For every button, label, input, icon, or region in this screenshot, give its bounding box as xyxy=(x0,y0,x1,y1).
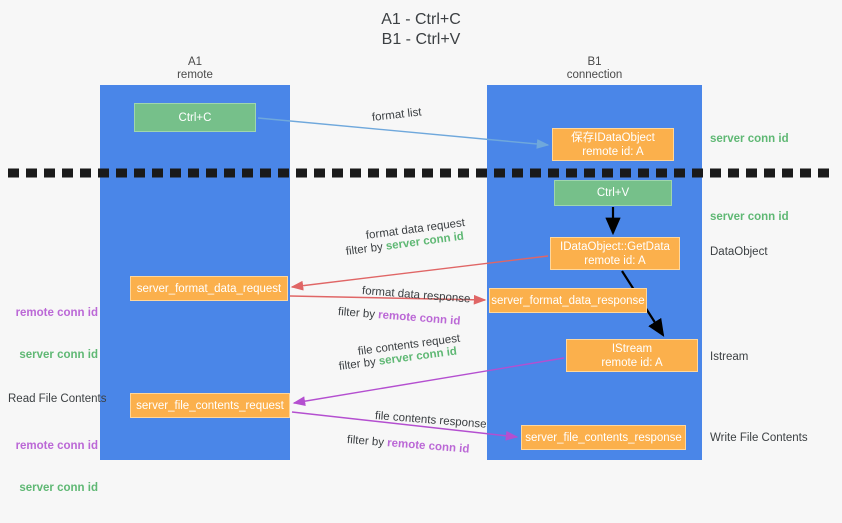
left-label-remote-conn-id-2: remote conn id xyxy=(15,440,98,452)
node-save-idataobject[interactable]: 保存IDataObject remote id: A xyxy=(552,128,674,161)
edge-label-file-contents-response-filter: filter by remote conn id xyxy=(346,433,470,457)
node-server-file-contents-request[interactable]: server_file_contents_request xyxy=(130,393,290,418)
lane-header-a1: A1 remote xyxy=(177,56,213,81)
filter-key-remote-conn-id: remote conn id xyxy=(377,309,461,328)
edge-label-format-list: format list xyxy=(371,106,423,124)
left-label-conn-id-pair-2: remote conn id server conn id xyxy=(10,411,98,523)
right-label-server-conn-id-mid: server conn id xyxy=(710,211,789,223)
node-idataobject-getdata[interactable]: IDataObject::GetData remote id: A xyxy=(550,237,680,270)
page-title: A1 - Ctrl+C B1 - Ctrl+V xyxy=(381,11,461,48)
diagram-canvas: A1 - Ctrl+C B1 - Ctrl+V A1 remote B1 con… xyxy=(8,11,834,494)
left-label-server-conn-id-2: server conn id xyxy=(19,482,98,494)
right-label-dataobject: DataObject xyxy=(710,246,768,258)
right-label-istream: Istream xyxy=(710,351,749,363)
node-server-format-data-response[interactable]: server_format_data_response xyxy=(489,288,647,313)
right-label-write-file-contents: Write File Contents xyxy=(710,432,808,444)
edge-label-format-data-response: format data response xyxy=(361,285,471,306)
filter-prefix: filter by xyxy=(346,434,388,450)
node-server-format-data-request[interactable]: server_format_data_request xyxy=(130,276,288,301)
edge-label-file-contents-response: file contents response xyxy=(374,410,488,431)
left-label-server-conn-id-1: server conn id xyxy=(19,349,98,361)
node-istream[interactable]: IStream remote id: A xyxy=(566,339,698,372)
filter-prefix: filter by xyxy=(337,306,379,322)
lane-header-b1: B1 connection xyxy=(566,56,623,81)
edge-label-format-data-response-filter: filter by remote conn id xyxy=(337,305,461,329)
filter-prefix: filter by xyxy=(345,240,387,258)
filter-prefix: filter by xyxy=(338,355,380,373)
node-ctrl-c[interactable]: Ctrl+C xyxy=(134,103,256,132)
left-label-read-file-contents: Read File Contents xyxy=(8,393,107,405)
node-server-file-contents-response[interactable]: server_file_contents_response xyxy=(521,425,686,450)
node-ctrl-v[interactable]: Ctrl+V xyxy=(554,180,672,206)
filter-key-remote-conn-id: remote conn id xyxy=(386,437,470,456)
right-label-server-conn-id-top: server conn id xyxy=(710,133,789,145)
left-label-remote-conn-id-1: remote conn id xyxy=(15,307,98,319)
left-label-conn-id-pair-1: remote conn id server conn id xyxy=(10,278,98,390)
